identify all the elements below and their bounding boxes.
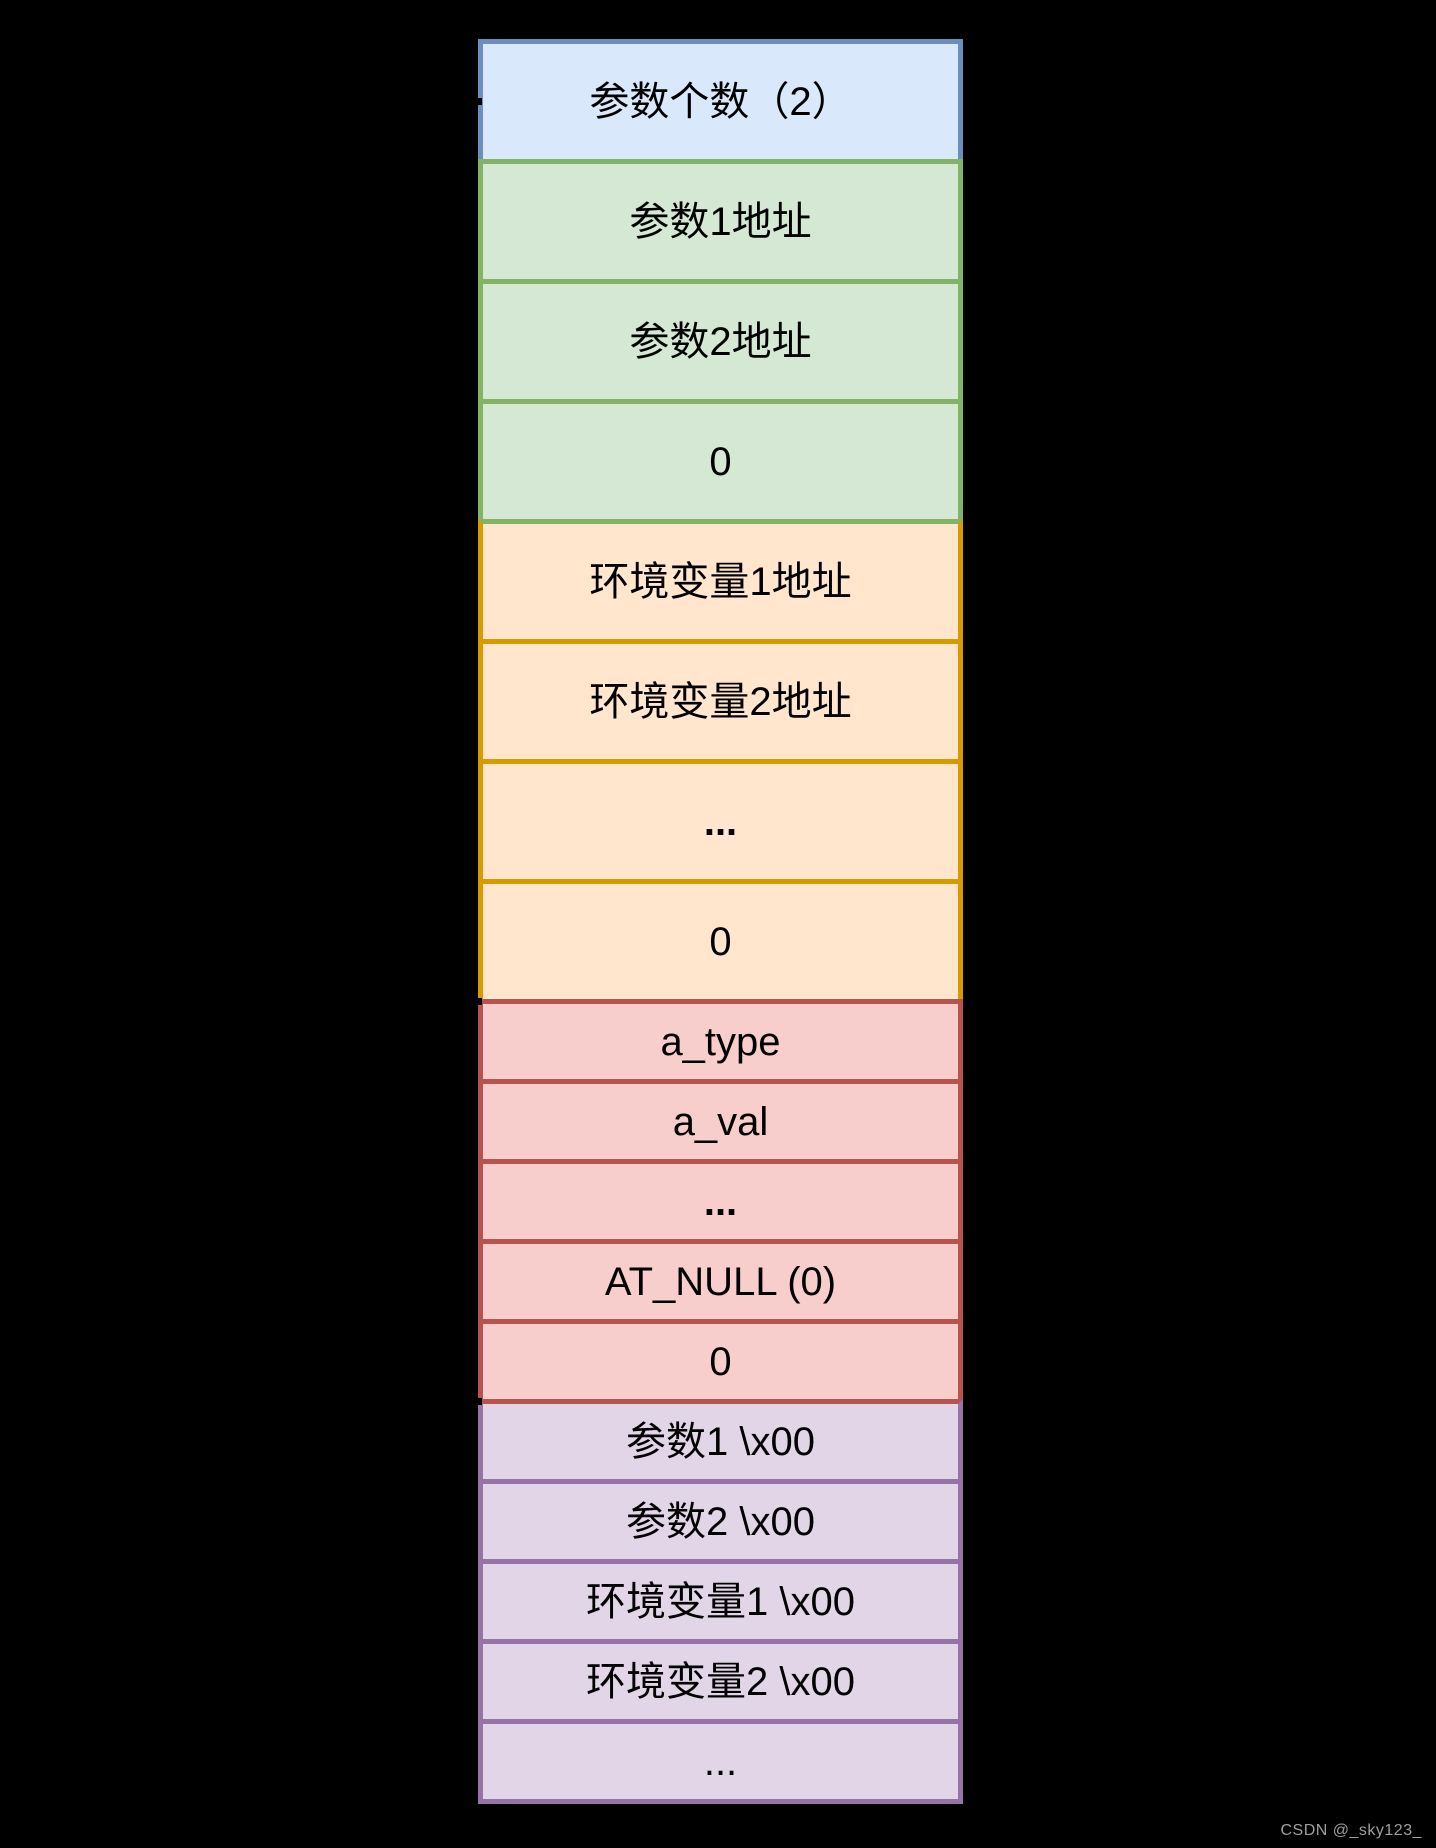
stack-row-argc-count: 参数个数（2） <box>478 39 963 159</box>
tick-mark <box>476 998 482 1005</box>
stack-row-arg1-string: 参数1 \x00 <box>478 1399 963 1479</box>
stack-row-env2-string: 环境变量2 \x00 <box>478 1639 963 1719</box>
stack-row-argv2-addr: 参数2地址 <box>478 279 963 399</box>
stack-row-env1-string: 环境变量1 \x00 <box>478 1559 963 1639</box>
stack-row-auxv-a-val: a_val <box>478 1079 963 1159</box>
stack-row-argv-null: 0 <box>478 399 963 519</box>
stack-row-auxv-null: 0 <box>478 1319 963 1399</box>
stack-row-auxv-at-null: AT_NULL (0) <box>478 1239 963 1319</box>
stack-row-envp-null: 0 <box>478 879 963 999</box>
stack-row-envp2-addr: 环境变量2地址 <box>478 639 963 759</box>
csdn-watermark: CSDN @_sky123_ <box>1280 1822 1422 1839</box>
tick-mark <box>476 98 482 105</box>
stack-row-envp-ellipsis: ... <box>478 759 963 879</box>
stack-row-auxv-a-type: a_type <box>478 999 963 1079</box>
stack-row-argv1-addr: 参数1地址 <box>478 159 963 279</box>
stack-row-auxv-ellipsis: ... <box>478 1159 963 1239</box>
stack-row-envp1-addr: 环境变量1地址 <box>478 519 963 639</box>
stack-row-arg2-string: 参数2 \x00 <box>478 1479 963 1559</box>
stack-row-strings-ellipsis: ... <box>478 1719 963 1804</box>
tick-mark <box>476 1398 482 1405</box>
stack-diagram: 参数个数（2） 参数1地址 参数2地址 0 环境变量1地址 环境变量2地址 ..… <box>476 39 963 1804</box>
